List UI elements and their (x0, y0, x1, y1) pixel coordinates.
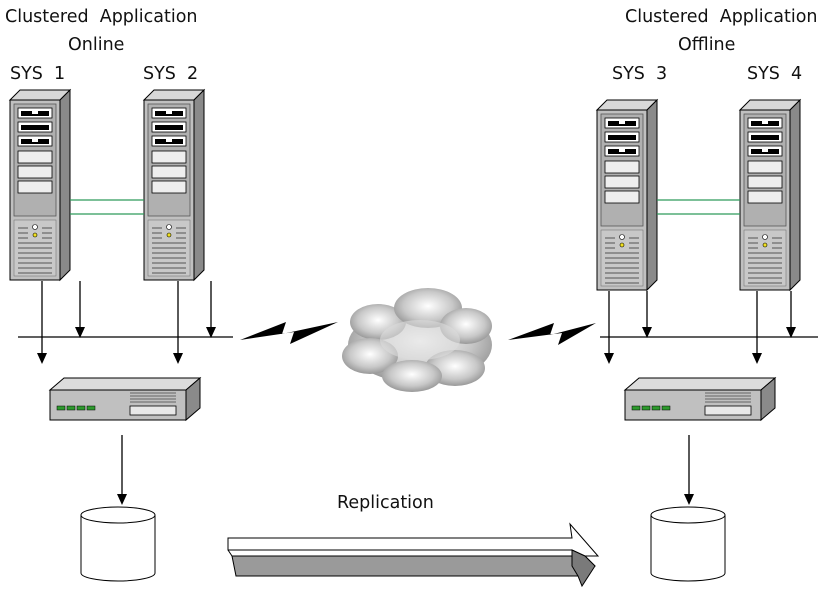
wan-bolt-left-icon (240, 322, 338, 344)
right-cluster-title-line2: Offline (678, 35, 736, 55)
server-sys-2 (143, 89, 205, 281)
left-cluster-title-line2: Online (68, 35, 125, 55)
sys-4-label: SYS 4 (747, 64, 803, 84)
wan-cloud-icon (342, 288, 492, 392)
disk-left (80, 506, 156, 582)
heartbeat-links (70, 199, 740, 215)
sys-2-label: SYS 2 (143, 64, 199, 84)
wan-bolt-right-icon (508, 323, 596, 345)
server-sys-1 (9, 89, 71, 281)
replication-label: Replication (337, 493, 434, 513)
server-sys-4 (739, 99, 801, 291)
storage-switch-left (49, 377, 201, 421)
server-sys-3 (596, 99, 658, 291)
right-cluster-title-line1: Clustered Application (625, 7, 818, 27)
replication-arrow-icon (227, 522, 600, 588)
storage-switch-right (624, 377, 776, 421)
sys-1-label: SYS 1 (10, 64, 66, 84)
left-cluster-title-line1: Clustered Application (5, 7, 198, 27)
disk-right (650, 506, 726, 582)
sys-3-label: SYS 3 (612, 64, 668, 84)
